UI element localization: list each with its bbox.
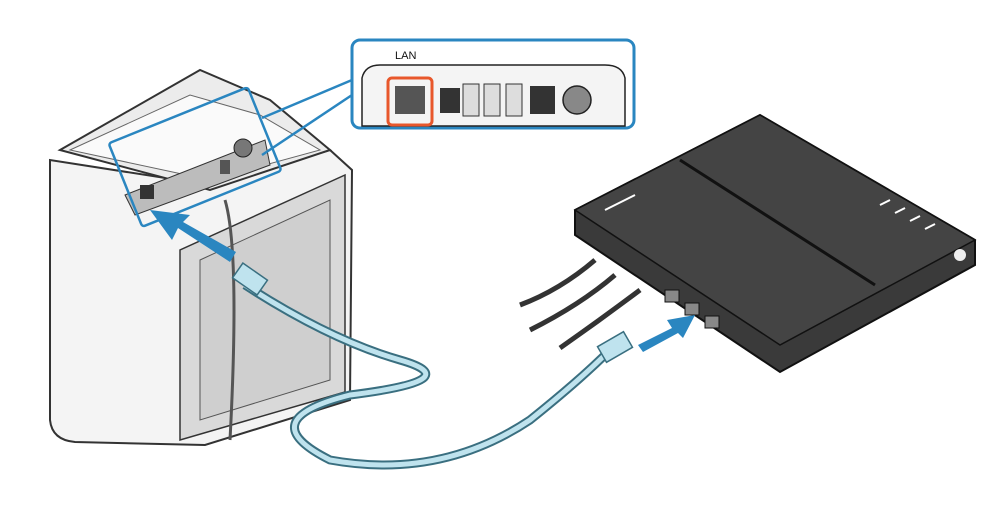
insert-arrow-router-icon [638, 315, 695, 352]
insert-arrow-printer-icon [150, 210, 236, 262]
printer [49, 68, 354, 447]
callout-line [261, 78, 353, 120]
lan-port-icon [395, 86, 425, 114]
lan-cable [223, 199, 634, 470]
lan-port-highlight [386, 76, 434, 127]
router [573, 113, 977, 374]
callout-line [261, 93, 353, 157]
lan-label: LAN [395, 50, 416, 62]
other-cables [519, 258, 642, 351]
rj45-connector-router [596, 330, 634, 364]
rj45-connector-printer [231, 261, 269, 297]
port-callout: LAN [350, 38, 636, 130]
